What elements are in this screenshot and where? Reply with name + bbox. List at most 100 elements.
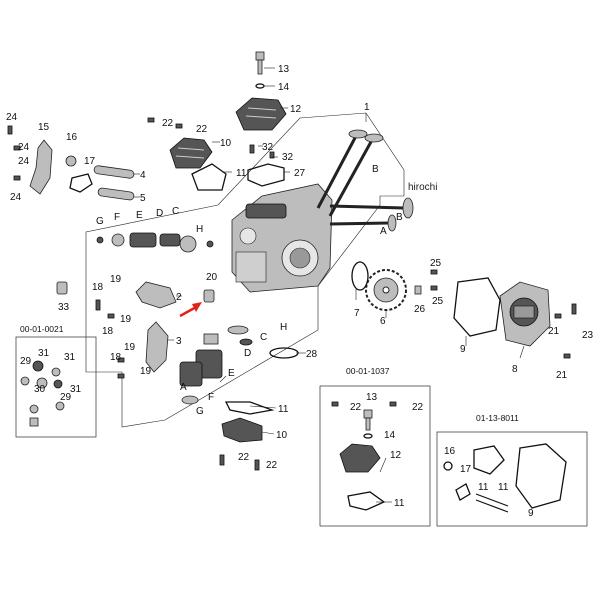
label-22-c: 22 xyxy=(238,452,250,463)
label-H-upper: H xyxy=(196,224,203,235)
label-33: 33 xyxy=(58,302,70,313)
label-E-upper: E xyxy=(136,210,143,221)
label-10-lower: 10 xyxy=(276,430,288,441)
valve-cover-side xyxy=(169,137,213,169)
label-D-lower: D xyxy=(244,348,251,359)
label-8: 8 xyxy=(512,364,518,375)
label-31-a: 31 xyxy=(38,348,50,359)
label-11-kit-b: 11 xyxy=(498,482,509,493)
label-19-d: 19 xyxy=(140,366,152,377)
gasket-17-left xyxy=(69,173,93,193)
rocker-arm-2 xyxy=(135,281,177,309)
label-27: 27 xyxy=(294,168,306,179)
valve-spring-row xyxy=(96,232,214,253)
label-17-left: 17 xyxy=(84,156,96,167)
label-24-d: 24 xyxy=(10,192,22,203)
watermark-text: hirochi xyxy=(408,182,437,193)
label-B-lower: B xyxy=(396,212,403,223)
label-15: 15 xyxy=(38,122,50,133)
label-29-b: 29 xyxy=(60,392,72,403)
cylinder-head xyxy=(231,183,333,293)
label-30: 30 xyxy=(34,384,46,395)
label-9-kit: 9 xyxy=(528,508,534,519)
kit-box-right: 01-13-8011 xyxy=(436,413,588,527)
label-18-a: 18 xyxy=(92,282,104,293)
side-cover-8 xyxy=(499,281,551,347)
pin-5 xyxy=(97,187,135,201)
label-6: 6 xyxy=(380,316,386,327)
label-11-kit-a: 11 xyxy=(478,482,489,493)
gasket-27 xyxy=(247,163,285,187)
label-11-kit: 11 xyxy=(394,498,405,509)
label-32-b: 32 xyxy=(282,152,294,163)
valve-cover-upper xyxy=(235,97,287,131)
label-21-a: 21 xyxy=(548,326,560,337)
label-29-a: 29 xyxy=(20,356,32,367)
cover-gasket-upper xyxy=(191,163,227,191)
kit-box-bottom: 00-01-1037 xyxy=(319,366,431,527)
label-11-lower: 11 xyxy=(278,404,289,415)
label-12: 12 xyxy=(290,104,302,115)
sprocket-6 xyxy=(365,269,407,311)
label-14-kit: 14 xyxy=(384,430,396,441)
label-13: 13 xyxy=(278,64,290,75)
kit-box-left: 00-01-0021 xyxy=(15,324,97,438)
label-16-left: 16 xyxy=(66,132,78,143)
label-5: 5 xyxy=(140,193,146,204)
label-24-a: 24 xyxy=(6,112,18,123)
kit-right-parts xyxy=(443,443,567,513)
label-13-kit: 13 xyxy=(366,392,378,403)
kit-code-bottom: 00-01-1037 xyxy=(346,366,390,376)
stud-13 xyxy=(255,51,265,89)
label-A-right: A xyxy=(380,226,387,237)
label-24-b: 24 xyxy=(18,142,30,153)
pin-4 xyxy=(93,165,135,179)
label-31-b: 31 xyxy=(64,352,76,363)
label-F-upper: F xyxy=(114,212,120,223)
rocker-arm-3 xyxy=(145,321,169,373)
label-17-kit: 17 xyxy=(460,464,472,475)
label-22-d: 22 xyxy=(266,460,278,471)
label-12-kit: 12 xyxy=(390,450,402,461)
kit-bottom-parts xyxy=(331,401,397,511)
label-3: 3 xyxy=(176,336,182,347)
label-F-lower: F xyxy=(208,392,214,403)
part-20 xyxy=(203,289,215,303)
label-18-b: 18 xyxy=(102,326,114,337)
gasket-9-main xyxy=(453,277,501,337)
label-G-lower: G xyxy=(196,406,204,417)
valves xyxy=(316,129,414,232)
part-number-labels: 13 14 12 1 22 22 10 32 32 27 11 B B A 24… xyxy=(6,64,594,519)
misc-bolts xyxy=(7,117,275,471)
label-9-main: 9 xyxy=(460,344,466,355)
label-24-c: 24 xyxy=(18,156,30,167)
kit-code-right: 01-13-8011 xyxy=(476,413,519,423)
label-C-upper: C xyxy=(172,206,179,217)
label-11-upper: 11 xyxy=(236,168,247,179)
label-G-upper: G xyxy=(96,216,104,227)
part-33 xyxy=(56,281,68,295)
label-16-kit: 16 xyxy=(444,446,456,457)
label-B-upper: B xyxy=(372,164,379,175)
label-23: 23 xyxy=(582,330,594,341)
kit-left-parts xyxy=(20,360,65,427)
label-E-lower: E xyxy=(228,368,235,379)
label-4: 4 xyxy=(140,170,146,181)
label-7: 7 xyxy=(354,308,360,319)
label-25-b: 25 xyxy=(432,296,444,307)
label-2: 2 xyxy=(176,292,182,303)
label-21-b: 21 xyxy=(556,370,568,381)
label-18-c: 18 xyxy=(110,352,122,363)
label-14: 14 xyxy=(278,82,290,93)
bolts-right xyxy=(414,269,577,359)
label-22-a: 22 xyxy=(162,118,174,129)
label-10-upper: 10 xyxy=(220,138,232,149)
kit-code-left: 00-01-0021 xyxy=(20,324,64,334)
valve-spring-stack-lower xyxy=(179,325,253,405)
o-ring-28 xyxy=(269,347,299,359)
label-22-b: 22 xyxy=(196,124,208,135)
rocker-arm-15 xyxy=(29,139,53,195)
label-28: 28 xyxy=(306,349,318,360)
o-ring-7 xyxy=(351,261,369,291)
